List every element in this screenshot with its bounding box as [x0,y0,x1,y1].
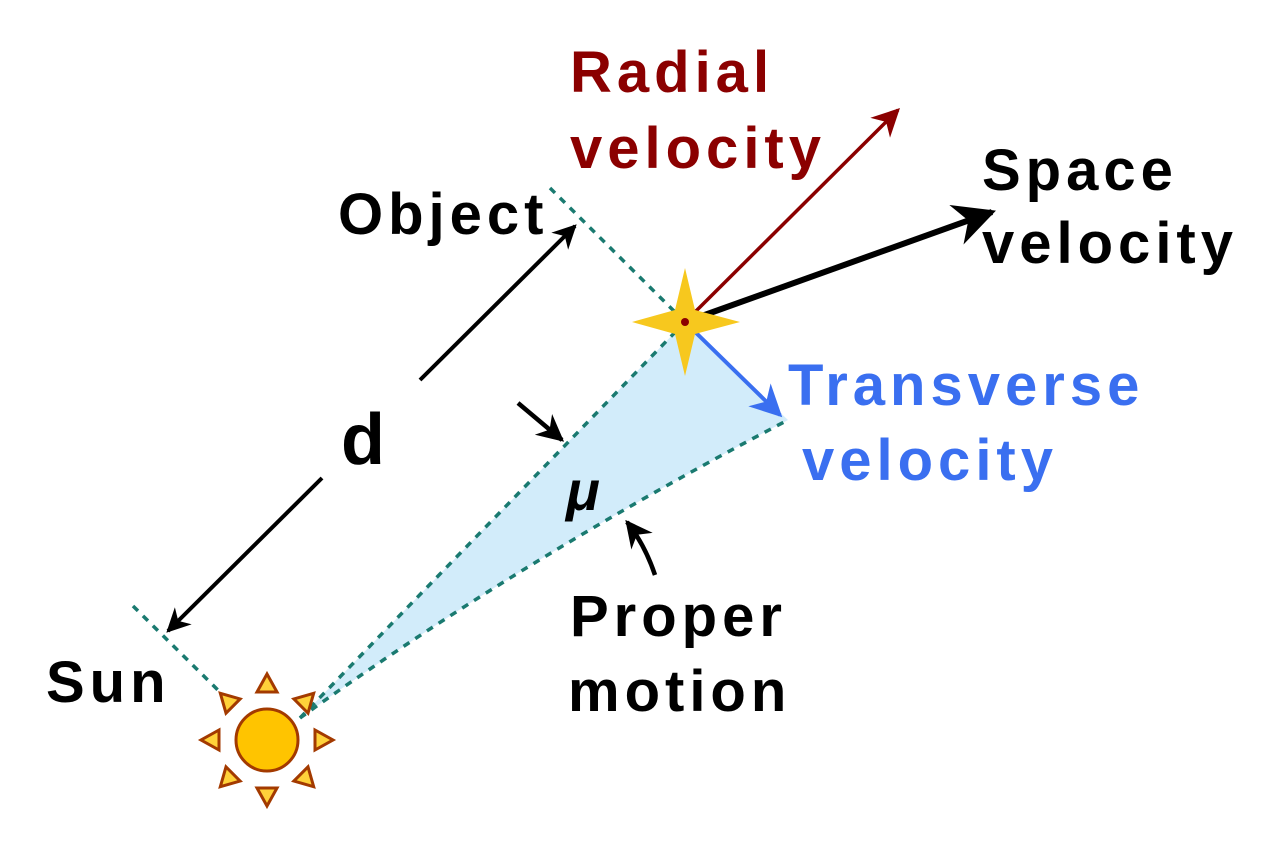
sun-label: Sun [46,650,171,715]
radial-velocity-arrow [683,108,900,324]
proper-motion-wedge [300,322,788,718]
object-perpendicular [548,186,687,324]
proper-motion-label-line2: motion [568,659,791,724]
sun-transverse-line [298,418,789,720]
distance-label: d [341,400,385,480]
transverse-velocity-label-line2: velocity [802,428,1058,493]
mu-label: μ [564,459,600,522]
proper-motion-label-line1: Proper [570,584,787,649]
object-point [681,318,689,326]
space-velocity-label-line2: velocity [982,211,1238,276]
object-label: Object [338,182,549,247]
mu-pointer-lower [625,519,658,576]
radial-velocity-label-line1: Radial [570,40,774,105]
space-velocity-arrow [683,204,996,325]
sun-icon [197,670,337,810]
mu-pointer-upper [516,401,565,442]
radial-velocity-label-line2: velocity [570,116,826,181]
distance-arrow-lower [166,476,324,633]
dotted-guides [131,186,789,720]
space-velocity-label-line1: Space [982,138,1178,203]
transverse-velocity-label-line1: Transverse [788,353,1144,418]
transverse-velocity-arrow [683,320,783,418]
distance-arrow-upper [418,224,577,382]
